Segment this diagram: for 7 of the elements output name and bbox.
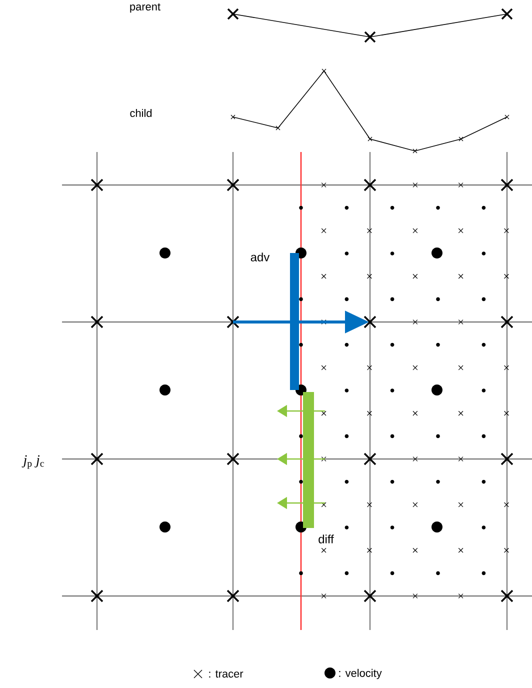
index-label: j$_{p}$ j$_{c}$: [22, 455, 44, 469]
level-label: parent: [130, 3, 160, 13]
legend-label: : velocity: [339, 668, 382, 680]
flux-label: adv: [250, 252, 270, 262]
flux-label: diff: [318, 534, 334, 544]
level-label: child: [130, 108, 152, 118]
legend-label: : tracer: [209, 670, 244, 678]
